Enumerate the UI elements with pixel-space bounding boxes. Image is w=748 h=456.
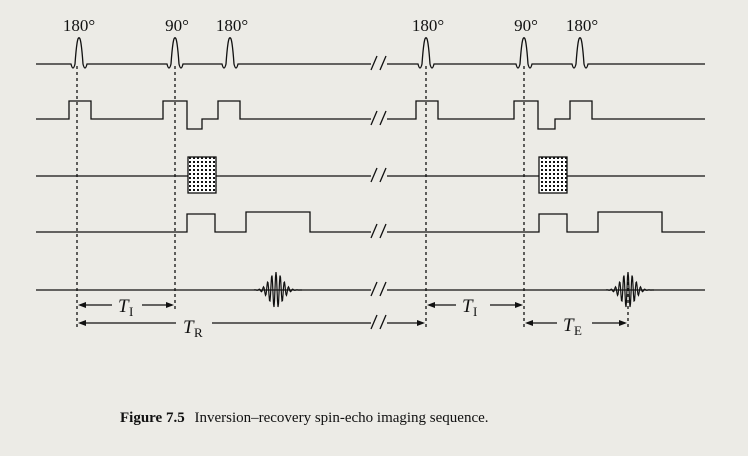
phase-encode-block-2 xyxy=(538,156,568,194)
tr-label-subscript: R xyxy=(194,325,203,340)
phase-encode-block-1 xyxy=(187,156,217,194)
flip-angle-label: 180° xyxy=(216,16,248,35)
flip-angle-label: 90° xyxy=(165,16,189,35)
arrowheads xyxy=(78,302,627,326)
flip-angle-label: 180° xyxy=(412,16,444,35)
te-label-symbol: T xyxy=(563,315,575,336)
echo-signal-2 xyxy=(605,271,654,308)
ti-label-1-subscript: I xyxy=(129,304,133,319)
figure-caption: Figure 7.5 Inversion–recovery spin-echo … xyxy=(120,410,720,427)
ti-label-1-symbol: T xyxy=(118,296,130,317)
caption-text: Inversion–recovery spin-echo imaging seq… xyxy=(194,410,489,426)
slice-gradient-line xyxy=(36,100,705,130)
tr-label-symbol: T xyxy=(183,317,195,338)
rf-line xyxy=(36,37,705,71)
flip-angle-label: 180° xyxy=(63,16,95,35)
figure-number: Figure 7.5 xyxy=(120,410,185,426)
ti-label-2-subscript: I xyxy=(473,304,477,319)
time-brackets xyxy=(80,304,625,330)
te-label-subscript: E xyxy=(574,323,582,338)
signal-line xyxy=(36,281,705,297)
flip-angle-label: 180° xyxy=(566,16,598,35)
ti-label-2-symbol: T xyxy=(462,296,474,317)
echo-signal-1 xyxy=(253,271,302,308)
readout-gradient-line xyxy=(36,211,705,239)
timing-markers xyxy=(76,66,629,328)
phase-gradient-line xyxy=(36,167,705,183)
flip-angle-label: 90° xyxy=(514,16,538,35)
